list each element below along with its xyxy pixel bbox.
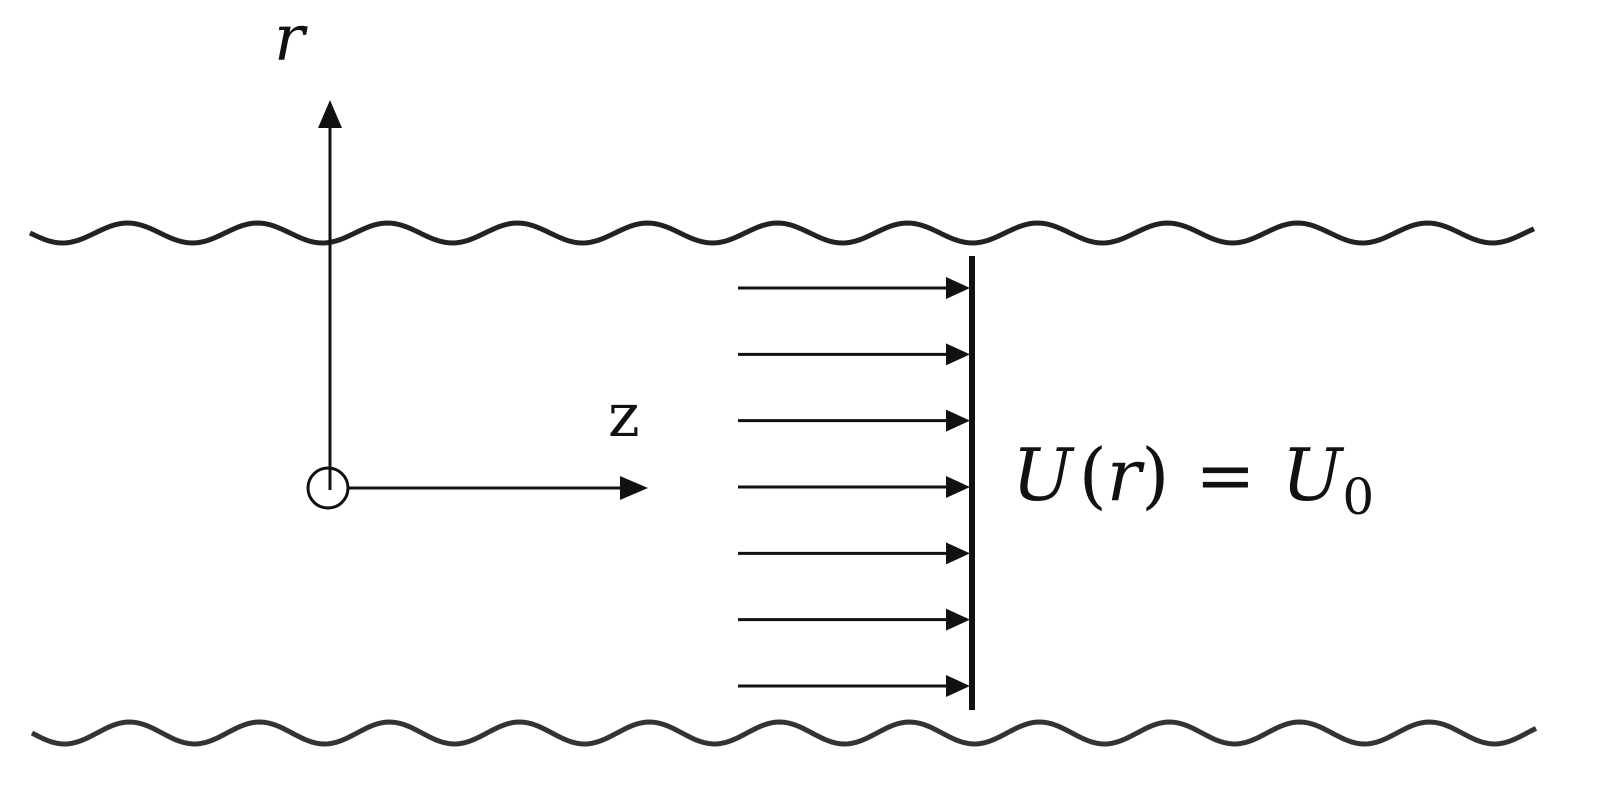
equation-subscript: 0: [1342, 468, 1374, 526]
equation-open-paren: (: [1079, 433, 1107, 517]
velocity-arrow-head: [946, 277, 970, 299]
velocity-arrow-head: [946, 476, 970, 498]
velocity-arrow-head: [946, 608, 970, 631]
equation-close-paren: ): [1141, 433, 1169, 517]
equation-rhs: U: [1282, 433, 1345, 517]
velocity-arrow-head: [946, 675, 970, 697]
velocity-arrows: [738, 277, 970, 697]
r-axis-label: r: [274, 2, 308, 76]
z-axis-label: z: [608, 381, 640, 451]
z-axis-arrowhead: [620, 476, 648, 500]
velocity-arrow-head: [946, 343, 970, 366]
velocity-equation: U(r)=U0: [1012, 433, 1374, 526]
equation-equals: =: [1195, 433, 1255, 517]
velocity-arrow-head: [946, 542, 970, 565]
velocity-arrow-head: [946, 409, 970, 432]
r-axis-arrowhead: [318, 100, 342, 128]
equation-lhs: U: [1012, 433, 1075, 517]
origin-circle: [306, 466, 350, 510]
equation-var: r: [1107, 433, 1145, 517]
upper-wavy-boundary: [28, 220, 1536, 246]
lower-wavy-boundary: [30, 719, 1538, 747]
